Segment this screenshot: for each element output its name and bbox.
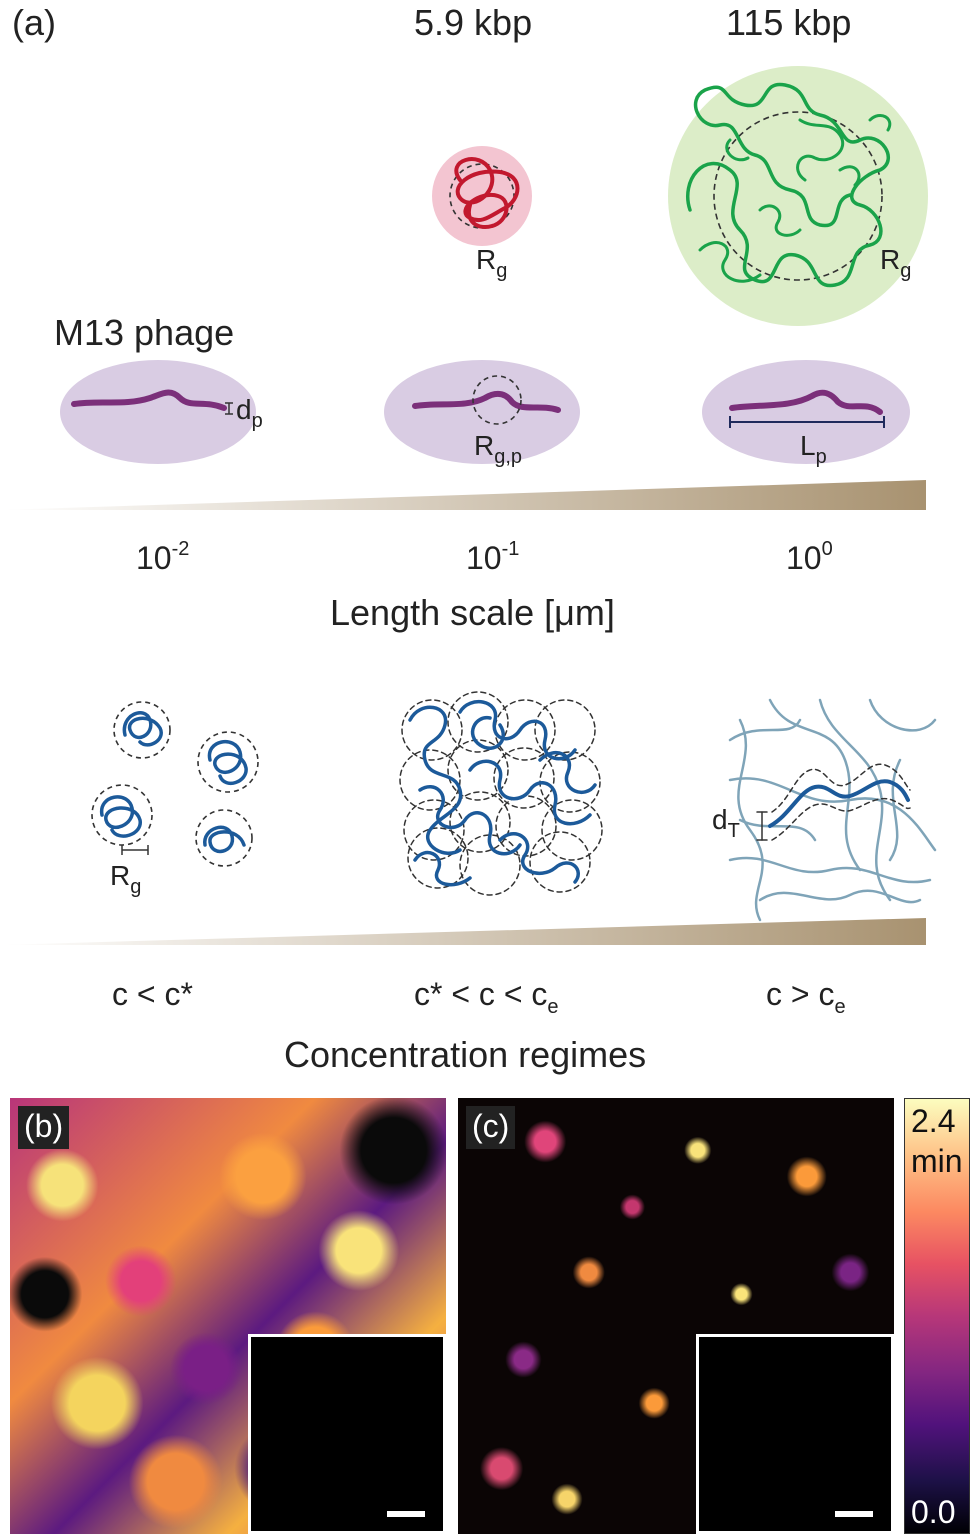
regime-entangled: c > ce (766, 976, 846, 1018)
colorbar-max: 2.4 (911, 1103, 956, 1139)
panel-b-inset (248, 1334, 446, 1534)
tick-label-1: 10-2 (136, 538, 190, 576)
panel-c-inset (696, 1334, 894, 1534)
panel-b-label: (b) (18, 1106, 70, 1149)
phage-label: M13 phage (54, 312, 235, 353)
panel-b-scale-bar (387, 1511, 425, 1517)
phage-rgp (384, 360, 580, 464)
dt-label: dT (712, 804, 740, 842)
small-dna-coil (432, 146, 532, 246)
large-dna-coil (668, 66, 928, 326)
concentration-axis-title: Concentration regimes (284, 1034, 647, 1075)
phage-lp (702, 360, 910, 464)
panel-c-label: (c) (466, 1106, 516, 1149)
length-axis-title: Length scale [μm] (330, 592, 615, 633)
tick-label-3: 100 (786, 538, 833, 576)
colorbar-min: 0.0 (911, 1494, 956, 1530)
concentration-wedge (0, 918, 926, 945)
entangled-regime (728, 698, 937, 922)
large-dna-label: 115 kbp (726, 2, 852, 43)
panel-b-image: (b) (10, 1098, 446, 1534)
colorbar-unit: min (911, 1143, 963, 1179)
colorbar: 2.4 min 0.0 (904, 1098, 970, 1534)
panel-c-scale-bar (835, 1511, 873, 1517)
length-scale-wedge (0, 480, 926, 510)
dilute-regime (91, 701, 259, 867)
phage-dp (60, 360, 256, 464)
panel-c-image: (c) (458, 1098, 894, 1534)
dp-label: dp (236, 394, 263, 432)
panel-a-label: (a) (12, 2, 56, 43)
regime-dilute: c < c* (112, 976, 193, 1012)
tick-label-2: 10-1 (466, 538, 520, 576)
semidilute-regime (399, 691, 603, 896)
rgp-label: Rg,p (474, 430, 523, 468)
dilute-rg-label: Rg (110, 860, 142, 898)
lp-label: Lp (800, 430, 827, 468)
large-dna-rg-label: Rg (880, 244, 912, 282)
regime-semidilute: c* < c < ce (414, 976, 559, 1018)
small-dna-label: 5.9 kbp (414, 2, 533, 43)
small-dna-rg-label: Rg (476, 244, 508, 282)
